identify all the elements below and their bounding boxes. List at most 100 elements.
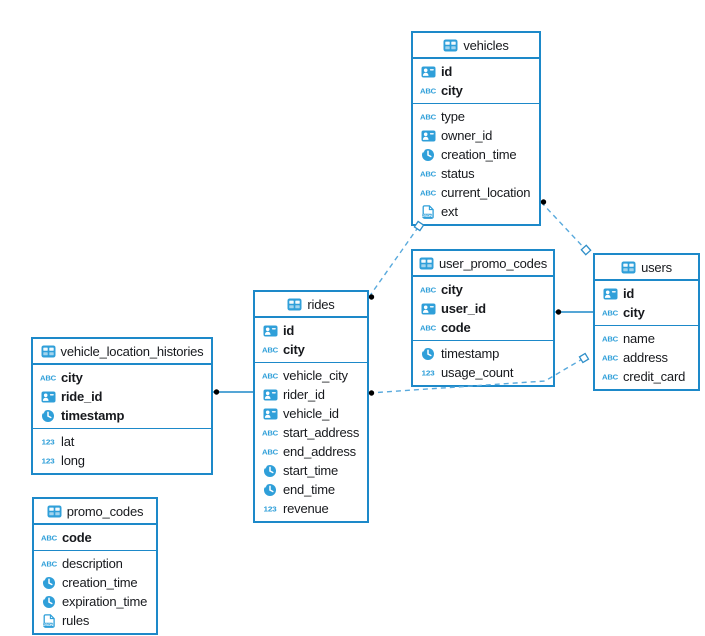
field-row-vehicle_id: vehicle_id <box>255 404 367 423</box>
field-row-type: ABC type <box>413 107 539 126</box>
numeric-123-icon: 123 <box>261 504 279 513</box>
svg-text:ABC: ABC <box>41 536 57 542</box>
section-divider <box>595 325 698 326</box>
field-row-long: 123 long <box>33 451 211 470</box>
table-name: vehicle_location_histories <box>60 343 204 359</box>
svg-text:ABC: ABC <box>420 326 436 332</box>
field-name: lat <box>61 434 75 449</box>
table-name: vehicles <box>463 37 509 53</box>
field-name: id <box>283 323 295 338</box>
svg-text:ABC: ABC <box>420 172 436 178</box>
abc-text-icon: ABC <box>40 559 58 568</box>
field-name: start_address <box>283 425 360 440</box>
section-divider <box>33 428 211 429</box>
table-header-promo_codes[interactable]: promo_codes <box>34 499 156 525</box>
grid-table-icon <box>47 505 62 518</box>
clock-icon <box>39 409 57 423</box>
table-header-vehicle_location_histories[interactable]: vehicle_location_histories <box>33 339 211 365</box>
field-name: end_address <box>283 444 356 459</box>
relationship-dot <box>540 199 547 205</box>
relationship-diamond-marker <box>578 352 590 364</box>
field-row-id: id <box>413 62 539 81</box>
svg-text:ABC: ABC <box>41 562 57 568</box>
clock-icon <box>419 347 437 361</box>
svg-text:123: 123 <box>42 438 55 446</box>
abc-text-icon: ABC <box>419 86 437 95</box>
abc-text-icon: ABC <box>419 323 437 332</box>
svg-text:123: 123 <box>264 505 277 513</box>
abc-text-icon: ABC <box>40 533 58 542</box>
field-name: id <box>441 64 453 79</box>
field-row-city: ABC city <box>255 340 367 359</box>
person-id-icon <box>601 288 619 300</box>
person-id-icon <box>261 325 279 337</box>
field-name: description <box>62 556 123 571</box>
field-name: city <box>283 342 305 357</box>
svg-text:ABC: ABC <box>262 431 278 437</box>
abc-text-icon: ABC <box>419 112 437 121</box>
field-row-rider_id: rider_id <box>255 385 367 404</box>
table-header-users[interactable]: users <box>595 255 698 281</box>
table-header-vehicles[interactable]: vehicles <box>413 33 539 59</box>
section-divider <box>34 550 156 551</box>
svg-text:ABC: ABC <box>262 450 278 456</box>
relationship-diamond-marker <box>580 244 592 256</box>
abc-text-icon: ABC <box>39 373 57 382</box>
table-name: user_promo_codes <box>438 255 548 271</box>
grid-table-icon <box>287 298 302 311</box>
field-name: start_time <box>283 463 339 478</box>
abc-text-icon: ABC <box>601 372 619 381</box>
svg-text:ABC: ABC <box>420 89 436 95</box>
field-row-expiration_time: expiration_time <box>34 592 156 611</box>
json-document-icon: JSON <box>40 613 58 628</box>
svg-text:ABC: ABC <box>262 348 278 354</box>
abc-text-icon: ABC <box>419 285 437 294</box>
table-header-user_promo_codes[interactable]: user_promo_codes <box>413 251 553 277</box>
field-name: long <box>61 453 85 468</box>
section-divider <box>413 103 539 104</box>
person-id-icon <box>39 391 57 403</box>
table-header-rides[interactable]: rides <box>255 292 367 318</box>
field-row-creation_time: creation_time <box>34 573 156 592</box>
relationship-dot <box>213 389 220 395</box>
field-row-id: id <box>595 284 698 303</box>
relationship-line-vehicles-users <box>540 201 587 251</box>
svg-text:ABC: ABC <box>420 191 436 197</box>
field-name: expiration_time <box>62 594 148 609</box>
svg-text:ABC: ABC <box>420 115 436 121</box>
field-name: end_time <box>283 482 335 497</box>
field-name: type <box>441 109 465 124</box>
svg-text:123: 123 <box>42 457 55 465</box>
person-id-icon <box>261 408 279 420</box>
clock-icon <box>261 483 279 497</box>
field-name: creation_time <box>441 147 517 162</box>
person-id-icon <box>261 389 279 401</box>
json-document-icon: JSON <box>419 204 437 219</box>
clock-icon <box>40 595 58 609</box>
person-id-icon <box>419 130 437 142</box>
table-name: users <box>641 259 672 275</box>
fields-section: ABC description creation_time expiration_ti… <box>34 551 156 633</box>
field-name: owner_id <box>441 128 493 143</box>
